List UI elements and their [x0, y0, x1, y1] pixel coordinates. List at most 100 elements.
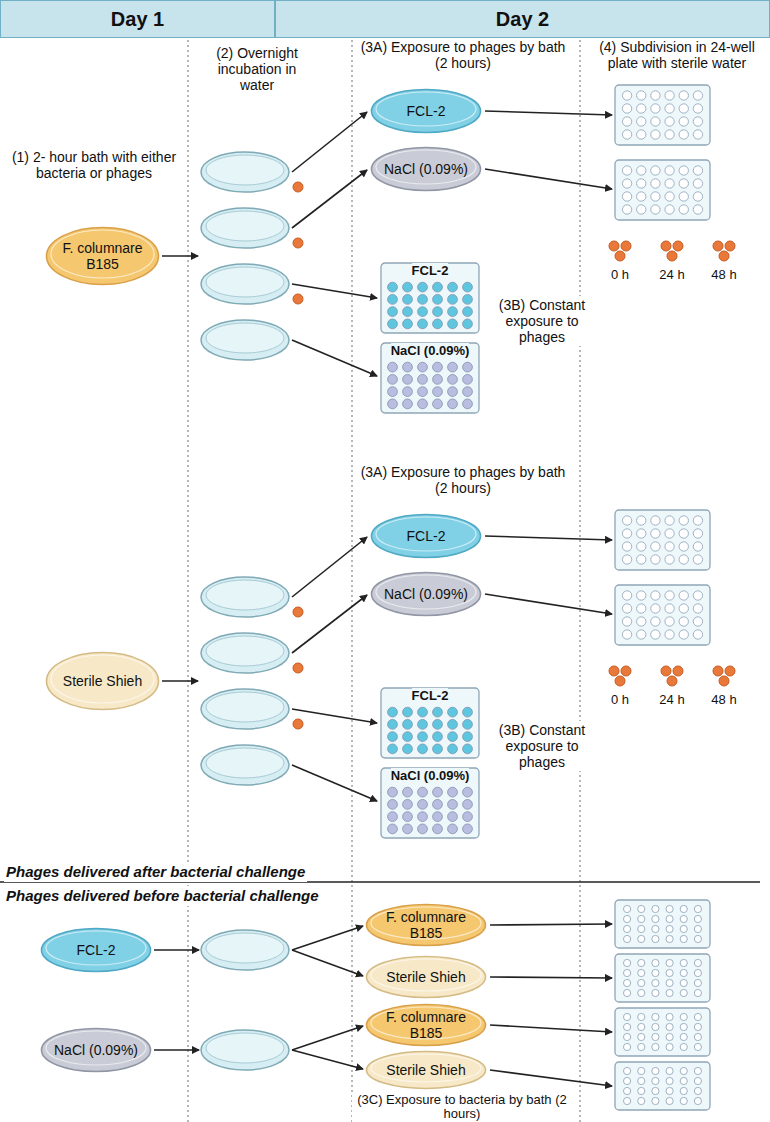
plate-well — [694, 1087, 701, 1094]
time-label: 24 h — [650, 691, 694, 709]
plate-well — [623, 969, 630, 976]
plate-well — [418, 719, 428, 729]
step-label: (2) Overnight incubation in water — [198, 44, 316, 94]
plate-well — [448, 319, 458, 329]
plate-well — [622, 192, 631, 201]
fish-dot — [725, 666, 735, 676]
plate-well — [651, 516, 660, 525]
dish-rim — [46, 1031, 146, 1065]
plate-well — [652, 969, 659, 976]
plate-well — [652, 1033, 659, 1040]
plate-well — [448, 732, 458, 742]
plate-well — [693, 179, 702, 188]
plate-well — [403, 282, 413, 292]
plate-well — [666, 1087, 673, 1094]
dish-rim — [206, 267, 284, 297]
time-label: 48 h — [702, 691, 746, 709]
plate-well — [638, 969, 645, 976]
petri-dish: Sterile Shieh — [45, 651, 160, 711]
plate-well — [623, 1087, 630, 1094]
petri-dish — [201, 208, 289, 248]
plate-well — [666, 1013, 673, 1020]
dish-rim — [206, 692, 284, 722]
well-plate — [615, 1062, 710, 1110]
plate-well — [448, 707, 458, 717]
fish-dot — [673, 241, 683, 251]
plate-well — [693, 555, 702, 564]
plate-well — [622, 542, 631, 551]
flow-arrow — [490, 1025, 612, 1032]
dish-body — [47, 653, 159, 710]
plate-well — [651, 117, 660, 126]
dish-rim — [376, 92, 476, 126]
plate-well — [652, 1023, 659, 1030]
plate-well — [693, 617, 702, 626]
fish-dot — [293, 238, 303, 248]
dish-rim — [206, 580, 284, 610]
plate-well — [652, 1067, 659, 1074]
dish-rim — [206, 748, 284, 778]
plate-well — [665, 604, 674, 613]
plate-well — [448, 374, 458, 384]
plate-well — [433, 787, 443, 797]
plate-well — [403, 824, 413, 834]
plate-well — [623, 935, 630, 942]
plate-well — [652, 1077, 659, 1084]
plate-well — [652, 1013, 659, 1020]
plate-well — [694, 935, 701, 942]
plate-well — [448, 799, 458, 809]
time-label: 24 h — [650, 266, 694, 284]
dish-body — [372, 148, 481, 191]
plate-well — [463, 374, 473, 384]
plate-well — [679, 117, 688, 126]
plate-well — [623, 1013, 630, 1020]
plate-well — [651, 591, 660, 600]
plate-well — [694, 915, 701, 922]
plate-well — [666, 1043, 673, 1050]
plate-well — [680, 905, 687, 912]
plate-well — [694, 1023, 701, 1030]
section-heading: Phages delivered before bacterial challe… — [4, 886, 321, 906]
well-plate: NaCl (0.09%) — [380, 767, 480, 839]
plate-well — [448, 824, 458, 834]
fish-dot — [293, 182, 303, 192]
dish-rim — [206, 636, 284, 666]
plate-well — [433, 307, 443, 317]
flow-arrow — [292, 284, 377, 298]
plate-well — [403, 294, 413, 304]
plate-well — [680, 1043, 687, 1050]
plate-body — [381, 768, 479, 838]
plate-well — [651, 179, 660, 188]
dish-rim — [371, 959, 481, 991]
flow-arrow — [292, 170, 367, 228]
dish-rim — [206, 1033, 284, 1063]
plate-well — [679, 516, 688, 525]
plate-well — [679, 617, 688, 626]
plate-well — [463, 319, 473, 329]
step-label: (3B) Constant exposure to phages — [482, 296, 602, 346]
plate-well — [418, 294, 428, 304]
plate-well — [638, 935, 645, 942]
plate-well — [448, 399, 458, 409]
plate-well — [679, 205, 688, 214]
plate-well — [418, 282, 428, 292]
dish-rim — [206, 211, 284, 241]
plate-well — [622, 555, 631, 564]
plate-well — [665, 104, 674, 113]
dish-label: NaCl (0.09%) — [384, 161, 468, 177]
plate-well — [418, 799, 428, 809]
dish-rim — [376, 575, 476, 609]
plate-well — [388, 799, 398, 809]
petri-dish: F. columnare B185 — [365, 1003, 487, 1047]
plate-well — [637, 516, 646, 525]
plate-well — [622, 104, 631, 113]
plate-well — [680, 979, 687, 986]
petri-dish: F. columnare B185 — [45, 226, 160, 286]
dish-rim — [206, 933, 284, 963]
petri-dish: NaCl (0.09%) — [370, 146, 482, 192]
plate-well — [403, 319, 413, 329]
plate-well — [433, 294, 443, 304]
petri-dish — [201, 577, 289, 617]
petri-dish — [201, 633, 289, 673]
flow-arrow — [292, 537, 367, 597]
